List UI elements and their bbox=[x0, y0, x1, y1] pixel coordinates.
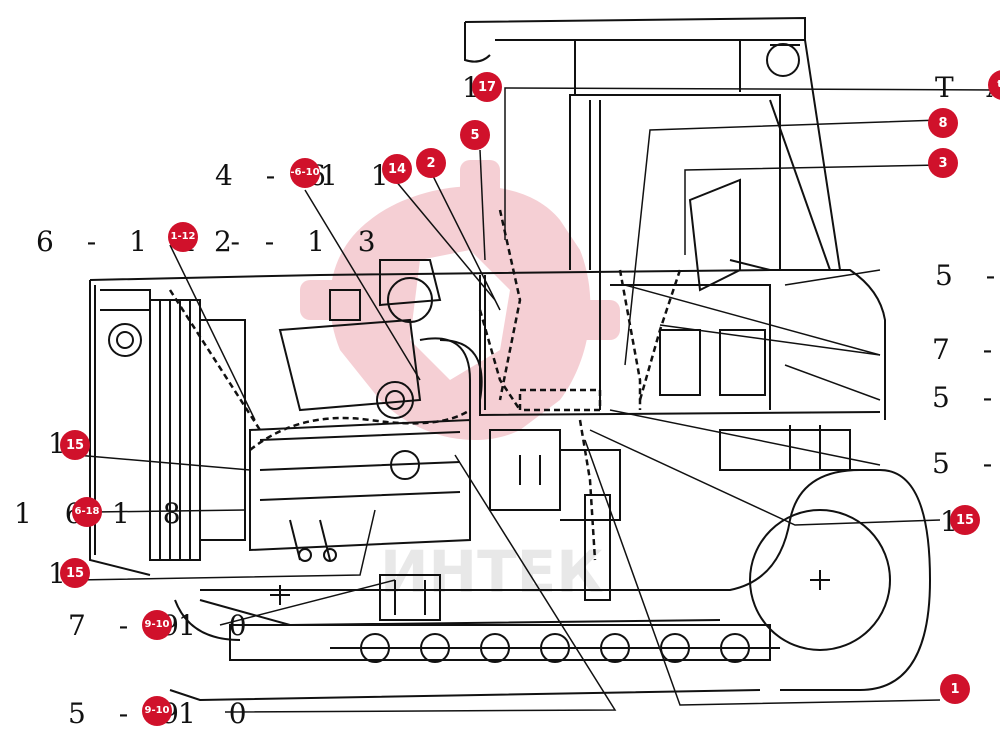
engine bbox=[249, 259, 483, 562]
label-1-6: 1 6 bbox=[14, 497, 95, 530]
callout-6-10[interactable]: -6-10 bbox=[290, 158, 320, 188]
label-4-6-tail: 1 1 bbox=[320, 159, 401, 192]
callout-15-left[interactable]: 15 bbox=[60, 430, 90, 460]
label-7-9-10: 7 - 9 bbox=[68, 609, 191, 642]
label-5-9-10-tail: 1 0 bbox=[178, 697, 259, 730]
label-5-9-10: 5 - 9 bbox=[68, 697, 191, 730]
watermark-text: ИНТЕК bbox=[380, 538, 604, 606]
label-6-11: 6 - 1 1 - bbox=[36, 225, 252, 258]
radiator bbox=[100, 289, 246, 561]
callout-3[interactable]: 3 bbox=[928, 148, 958, 178]
label-6-11-tail: 2 - 1 3 bbox=[214, 225, 388, 258]
callout-14[interactable]: 14 bbox=[382, 154, 412, 184]
callout-9-10-lower[interactable]: 9-10 bbox=[142, 696, 172, 726]
callout-17[interactable]: 17 bbox=[472, 72, 502, 102]
callout-15-lower[interactable]: 15 bbox=[60, 558, 90, 588]
label-5-9-b: 5 - 9 bbox=[932, 381, 1000, 414]
label-7-9-10-tail: 1 0 bbox=[178, 609, 259, 642]
callout-1-12[interactable]: 1-12 bbox=[168, 222, 198, 252]
callout-2[interactable]: 2 bbox=[416, 148, 446, 178]
callout-1[interactable]: 1 bbox=[940, 674, 970, 704]
callout-6-18[interactable]: 6-18 bbox=[72, 497, 102, 527]
label-1-6-tail: 1 8 bbox=[112, 497, 193, 530]
body bbox=[89, 269, 886, 576]
label-7-9: 7 - 9 bbox=[932, 333, 1000, 366]
label-5-9-a: 5 - 9 bbox=[935, 259, 1000, 292]
watermark-logo bbox=[300, 160, 620, 440]
track bbox=[169, 469, 932, 702]
wiring-harness bbox=[168, 209, 682, 561]
callout-9-10-upper[interactable]: 9-10 bbox=[142, 610, 172, 640]
callout-ta[interactable]: ta bbox=[988, 70, 1000, 100]
callout-15-right[interactable]: 15 bbox=[950, 505, 980, 535]
callout-8[interactable]: 8 bbox=[928, 108, 958, 138]
callout-5[interactable]: 5 bbox=[460, 120, 490, 150]
label-5-9-c: 5 - 9 bbox=[932, 447, 1000, 480]
